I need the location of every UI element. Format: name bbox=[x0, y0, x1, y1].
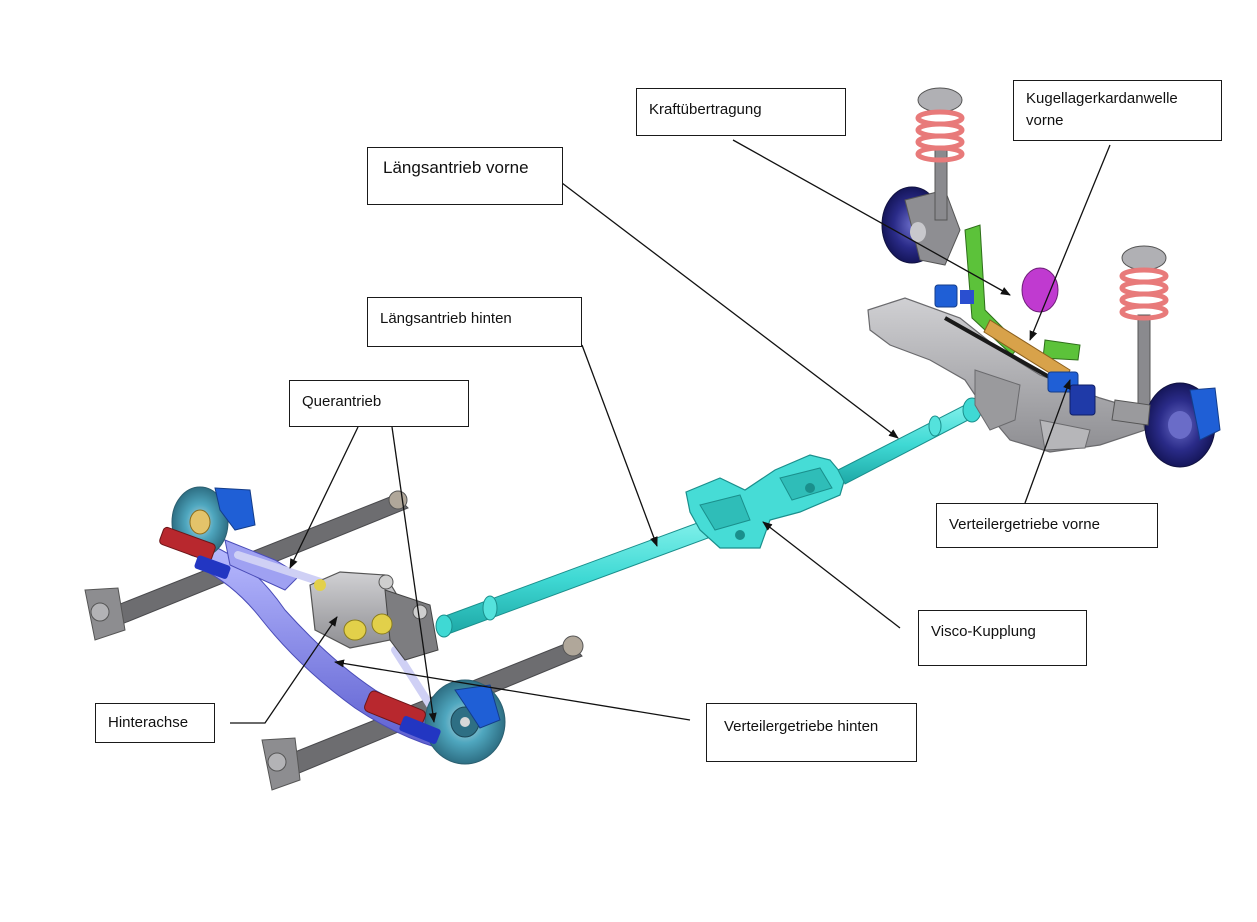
rear-hub-right bbox=[364, 679, 506, 765]
front-subframe bbox=[867, 297, 1146, 453]
line-laengs-vorne bbox=[561, 182, 899, 439]
label-kugellagerkardanwelle-vorne: Kugellagerkardanwelle vorne bbox=[1013, 80, 1222, 141]
label-verteilergetriebe-vorne: Verteilergetriebe vorne bbox=[936, 503, 1158, 548]
front-hub-right bbox=[1111, 382, 1221, 468]
line-kraftuebertragung bbox=[732, 139, 1011, 296]
label-kraftuebertragung: Kraftübertragung bbox=[636, 88, 846, 136]
label-verteilergetriebe-hinten: Verteilergetriebe hinten bbox=[706, 703, 917, 762]
front-hub-left bbox=[881, 186, 961, 266]
cross-rod-left bbox=[234, 551, 334, 589]
magenta-disc bbox=[1021, 267, 1059, 313]
line-laengs-hinten bbox=[581, 344, 658, 547]
line-hinterachse bbox=[230, 616, 338, 724]
front-strut-right bbox=[1119, 245, 1169, 406]
visco-coupling bbox=[685, 454, 846, 549]
label-visco-kupplung: Visco-Kupplung bbox=[918, 610, 1087, 666]
line-visco bbox=[762, 521, 901, 629]
line-querantrieb-1 bbox=[289, 426, 359, 569]
line-kugellager bbox=[1029, 144, 1111, 341]
line-verteiler-hinten bbox=[334, 659, 691, 721]
label-hinterachse: Hinterachse bbox=[95, 703, 215, 743]
line-verteiler-vorne bbox=[1024, 379, 1071, 504]
rear-differential bbox=[309, 571, 439, 661]
front-strut-left bbox=[915, 87, 965, 221]
cross-rod-right bbox=[391, 646, 434, 709]
label-querantrieb: Querantrieb bbox=[289, 380, 469, 427]
rear-axle-assembly bbox=[84, 486, 584, 791]
front-assembly bbox=[867, 87, 1221, 468]
callout-lines bbox=[230, 139, 1111, 724]
label-laengsantrieb-hinten: Längsantrieb hinten bbox=[367, 297, 582, 347]
rear-hub-left bbox=[159, 486, 256, 579]
line-querantrieb-2 bbox=[391, 426, 437, 723]
label-laengsantrieb-vorne: Längsantrieb vorne bbox=[367, 147, 563, 205]
driveshaft bbox=[435, 397, 982, 638]
